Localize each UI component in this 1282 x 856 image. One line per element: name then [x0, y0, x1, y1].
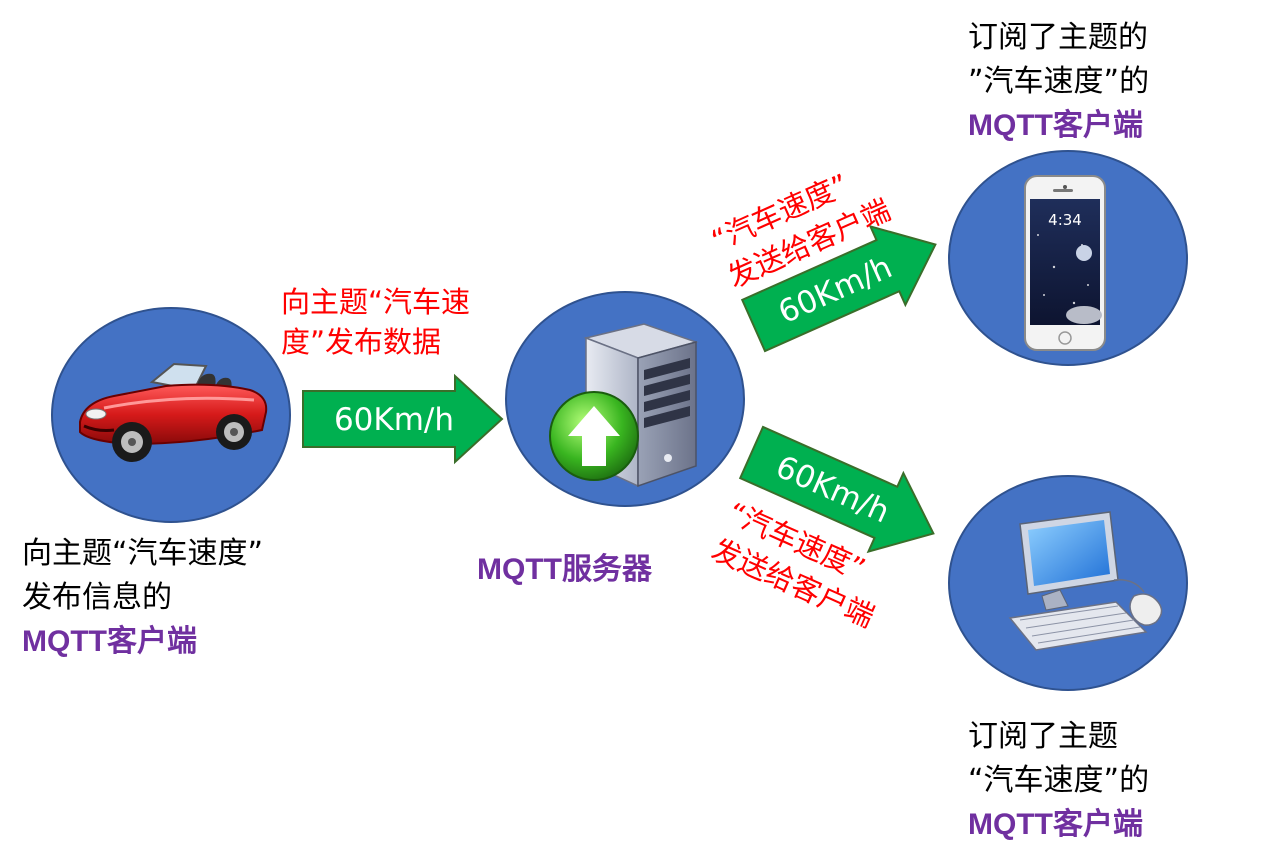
deliver-top-arrow: 60Km/h	[740, 224, 937, 353]
publish-annotation-line1: 向主题“汽车速	[281, 285, 471, 319]
publish-arrow: 60Km/h	[302, 373, 504, 465]
subscriber-pc-label-line1: 订阅了主题	[968, 719, 1118, 754]
subscriber-phone-label: 订阅了主题的 ”汽车速度”的 MQTT客户端	[968, 16, 1149, 148]
publish-annotation-line2: 度”发布数据	[281, 325, 442, 359]
subscriber-pc-label-line3: MQTT客户端	[968, 808, 1143, 841]
publisher-label-line2: 发布信息的	[22, 580, 172, 615]
publisher-label: 向主题“汽车速度” 发布信息的 MQTT客户端	[22, 532, 263, 664]
publish-arrow-value: 60Km/h	[334, 402, 454, 438]
subscriber-pc-label-line2: “汽车速度”的	[968, 763, 1150, 798]
broker-label: MQTT服务器	[477, 553, 652, 586]
subscriber-pc-label: 订阅了主题 “汽车速度”的 MQTT客户端	[968, 715, 1149, 847]
subscriber-phone-label-line1: 订阅了主题的	[968, 20, 1148, 55]
publisher-label-line3: MQTT客户端	[22, 625, 197, 658]
car-icon	[79, 362, 268, 462]
subscriber-phone-label-line3: MQTT客户端	[968, 109, 1143, 142]
phone-icon: 4:34	[1024, 175, 1106, 351]
deliver-bottom-arrow: 60Km/h	[738, 425, 935, 554]
server-icon	[549, 323, 699, 488]
publisher-label-line1: 向主题“汽车速度”	[22, 536, 264, 571]
computer-icon	[1008, 511, 1163, 651]
phone-clock: 4:34	[1048, 211, 1082, 229]
publish-annotation: 向主题“汽车速 度”发布数据	[281, 282, 470, 362]
subscriber-phone-label-line2: ”汽车速度”的	[968, 64, 1150, 99]
